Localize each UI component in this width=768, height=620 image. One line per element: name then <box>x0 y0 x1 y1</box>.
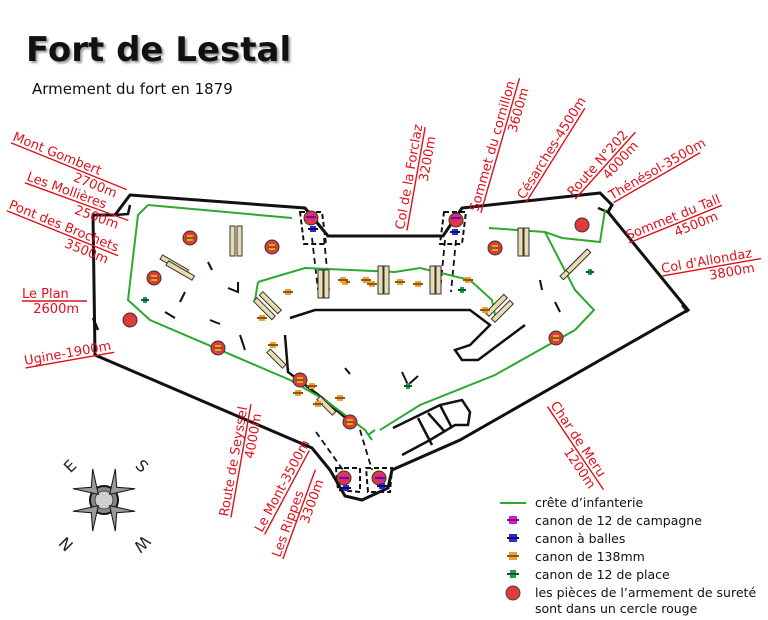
legend-place-label: canon de 12 de place <box>535 567 670 582</box>
gun-138mm <box>293 390 303 396</box>
gun-138mm <box>338 277 348 283</box>
legend-138-icon <box>507 552 519 560</box>
legend-campagne-label: canon de 12 de campagne <box>535 513 702 528</box>
gun-138mm <box>283 289 293 295</box>
compass-west: W <box>129 532 154 557</box>
legend: crête d’infanterie canon de 12 de campag… <box>500 495 756 616</box>
gun-138mm <box>268 342 278 348</box>
compass-north: N <box>55 533 77 555</box>
direction-route-de-seyssel-line <box>230 404 252 518</box>
page-subtitle: Armement du fort en 1879 <box>32 80 233 98</box>
gun-campagne <box>375 475 385 481</box>
gun-balles <box>341 485 351 491</box>
gun-place <box>404 383 412 389</box>
guns-138mm <box>149 235 561 425</box>
legend-surete-icon <box>505 585 521 601</box>
direction-route-202-line <box>574 131 636 200</box>
guns-place <box>141 269 594 389</box>
gun-138mm <box>213 345 223 351</box>
infantry-crest <box>126 204 606 441</box>
gun-138mm <box>490 245 500 251</box>
gun-138mm <box>185 235 195 241</box>
direction-mont-gombert-line <box>10 142 128 191</box>
gun-138mm <box>313 401 323 407</box>
compass-rose: E S W N <box>55 456 154 557</box>
legend-surete-label-2: sont dans un cercle rouge <box>535 601 698 616</box>
gun-campagne <box>451 215 461 221</box>
surete-circle <box>122 312 138 328</box>
surete-circle <box>574 217 590 233</box>
legend-crest-label: crête d’infanterie <box>535 495 643 510</box>
gun-138mm <box>307 383 317 389</box>
gun-138mm <box>257 315 267 321</box>
legend-138-label: canon de 138mm <box>535 549 645 564</box>
gun-place <box>458 287 466 293</box>
gun-138mm <box>551 335 561 341</box>
direction-char-de-meru-line <box>546 406 605 490</box>
direction-sommet-du-cornillon-text-0: Sommet du cornillon <box>467 79 519 213</box>
gun-138mm <box>361 277 371 283</box>
direction-les-rippes-line <box>282 469 316 560</box>
gun-campagne <box>339 475 349 481</box>
legend-surete-label: les pièces de l’armement de sureté <box>535 585 756 600</box>
gun-138mm <box>267 244 277 250</box>
gun-138mm <box>395 279 405 285</box>
gun-balles <box>377 483 387 489</box>
direction-sommet-du-tall-line <box>628 204 723 244</box>
gun-138mm <box>413 281 423 287</box>
gun-138mm <box>149 275 159 281</box>
direction-le-plan-text-0: Le Plan <box>22 287 69 302</box>
casemates <box>392 398 472 457</box>
direction-ugine-text-0: Ugine-1900m <box>23 339 112 369</box>
guns-campagne <box>306 214 461 481</box>
emplacements <box>159 225 592 416</box>
gun-138mm <box>480 307 490 313</box>
direction-le-mont-line <box>264 450 310 535</box>
gun-place <box>586 269 594 275</box>
direction-col-d-allondaz-line <box>662 257 762 277</box>
gun-balles <box>450 229 460 235</box>
gun-campagne <box>306 214 316 220</box>
compass-south: S <box>132 456 153 477</box>
legend-place-icon <box>507 570 519 578</box>
page-title: Fort de Lestal <box>26 30 292 70</box>
legend-campagne-icon <box>507 516 519 524</box>
legend-balles-label: canon à balles <box>535 531 625 546</box>
guns-balles <box>308 226 460 491</box>
gun-138mm <box>463 277 473 283</box>
gun-place <box>141 297 149 303</box>
gun-138mm <box>367 281 377 287</box>
gun-balles <box>308 226 318 232</box>
direction-le-plan-text-1: 2600m <box>33 302 79 317</box>
caponiers <box>298 211 468 494</box>
gun-138mm <box>335 395 345 401</box>
direction-cesarches-line <box>525 107 586 202</box>
direction-thenesol-line <box>613 151 701 204</box>
gun-138mm <box>345 419 355 425</box>
gun-138mm <box>295 377 305 383</box>
direction-ugine: Ugine-1900m <box>23 339 115 369</box>
direction-mollieres-line <box>24 182 129 222</box>
direction-pont-des-brochets-line <box>6 210 119 257</box>
direction-ugine-line <box>25 351 115 369</box>
legend-balles-icon <box>507 534 519 542</box>
direction-sommet-du-cornillon-line <box>480 78 521 214</box>
compass-east: E <box>60 456 81 477</box>
direction-col-de-la-forclaz-line <box>406 126 426 231</box>
direction-mont-gombert-text-0: Mont Gombert <box>11 130 104 179</box>
fort-outline <box>91 191 691 502</box>
